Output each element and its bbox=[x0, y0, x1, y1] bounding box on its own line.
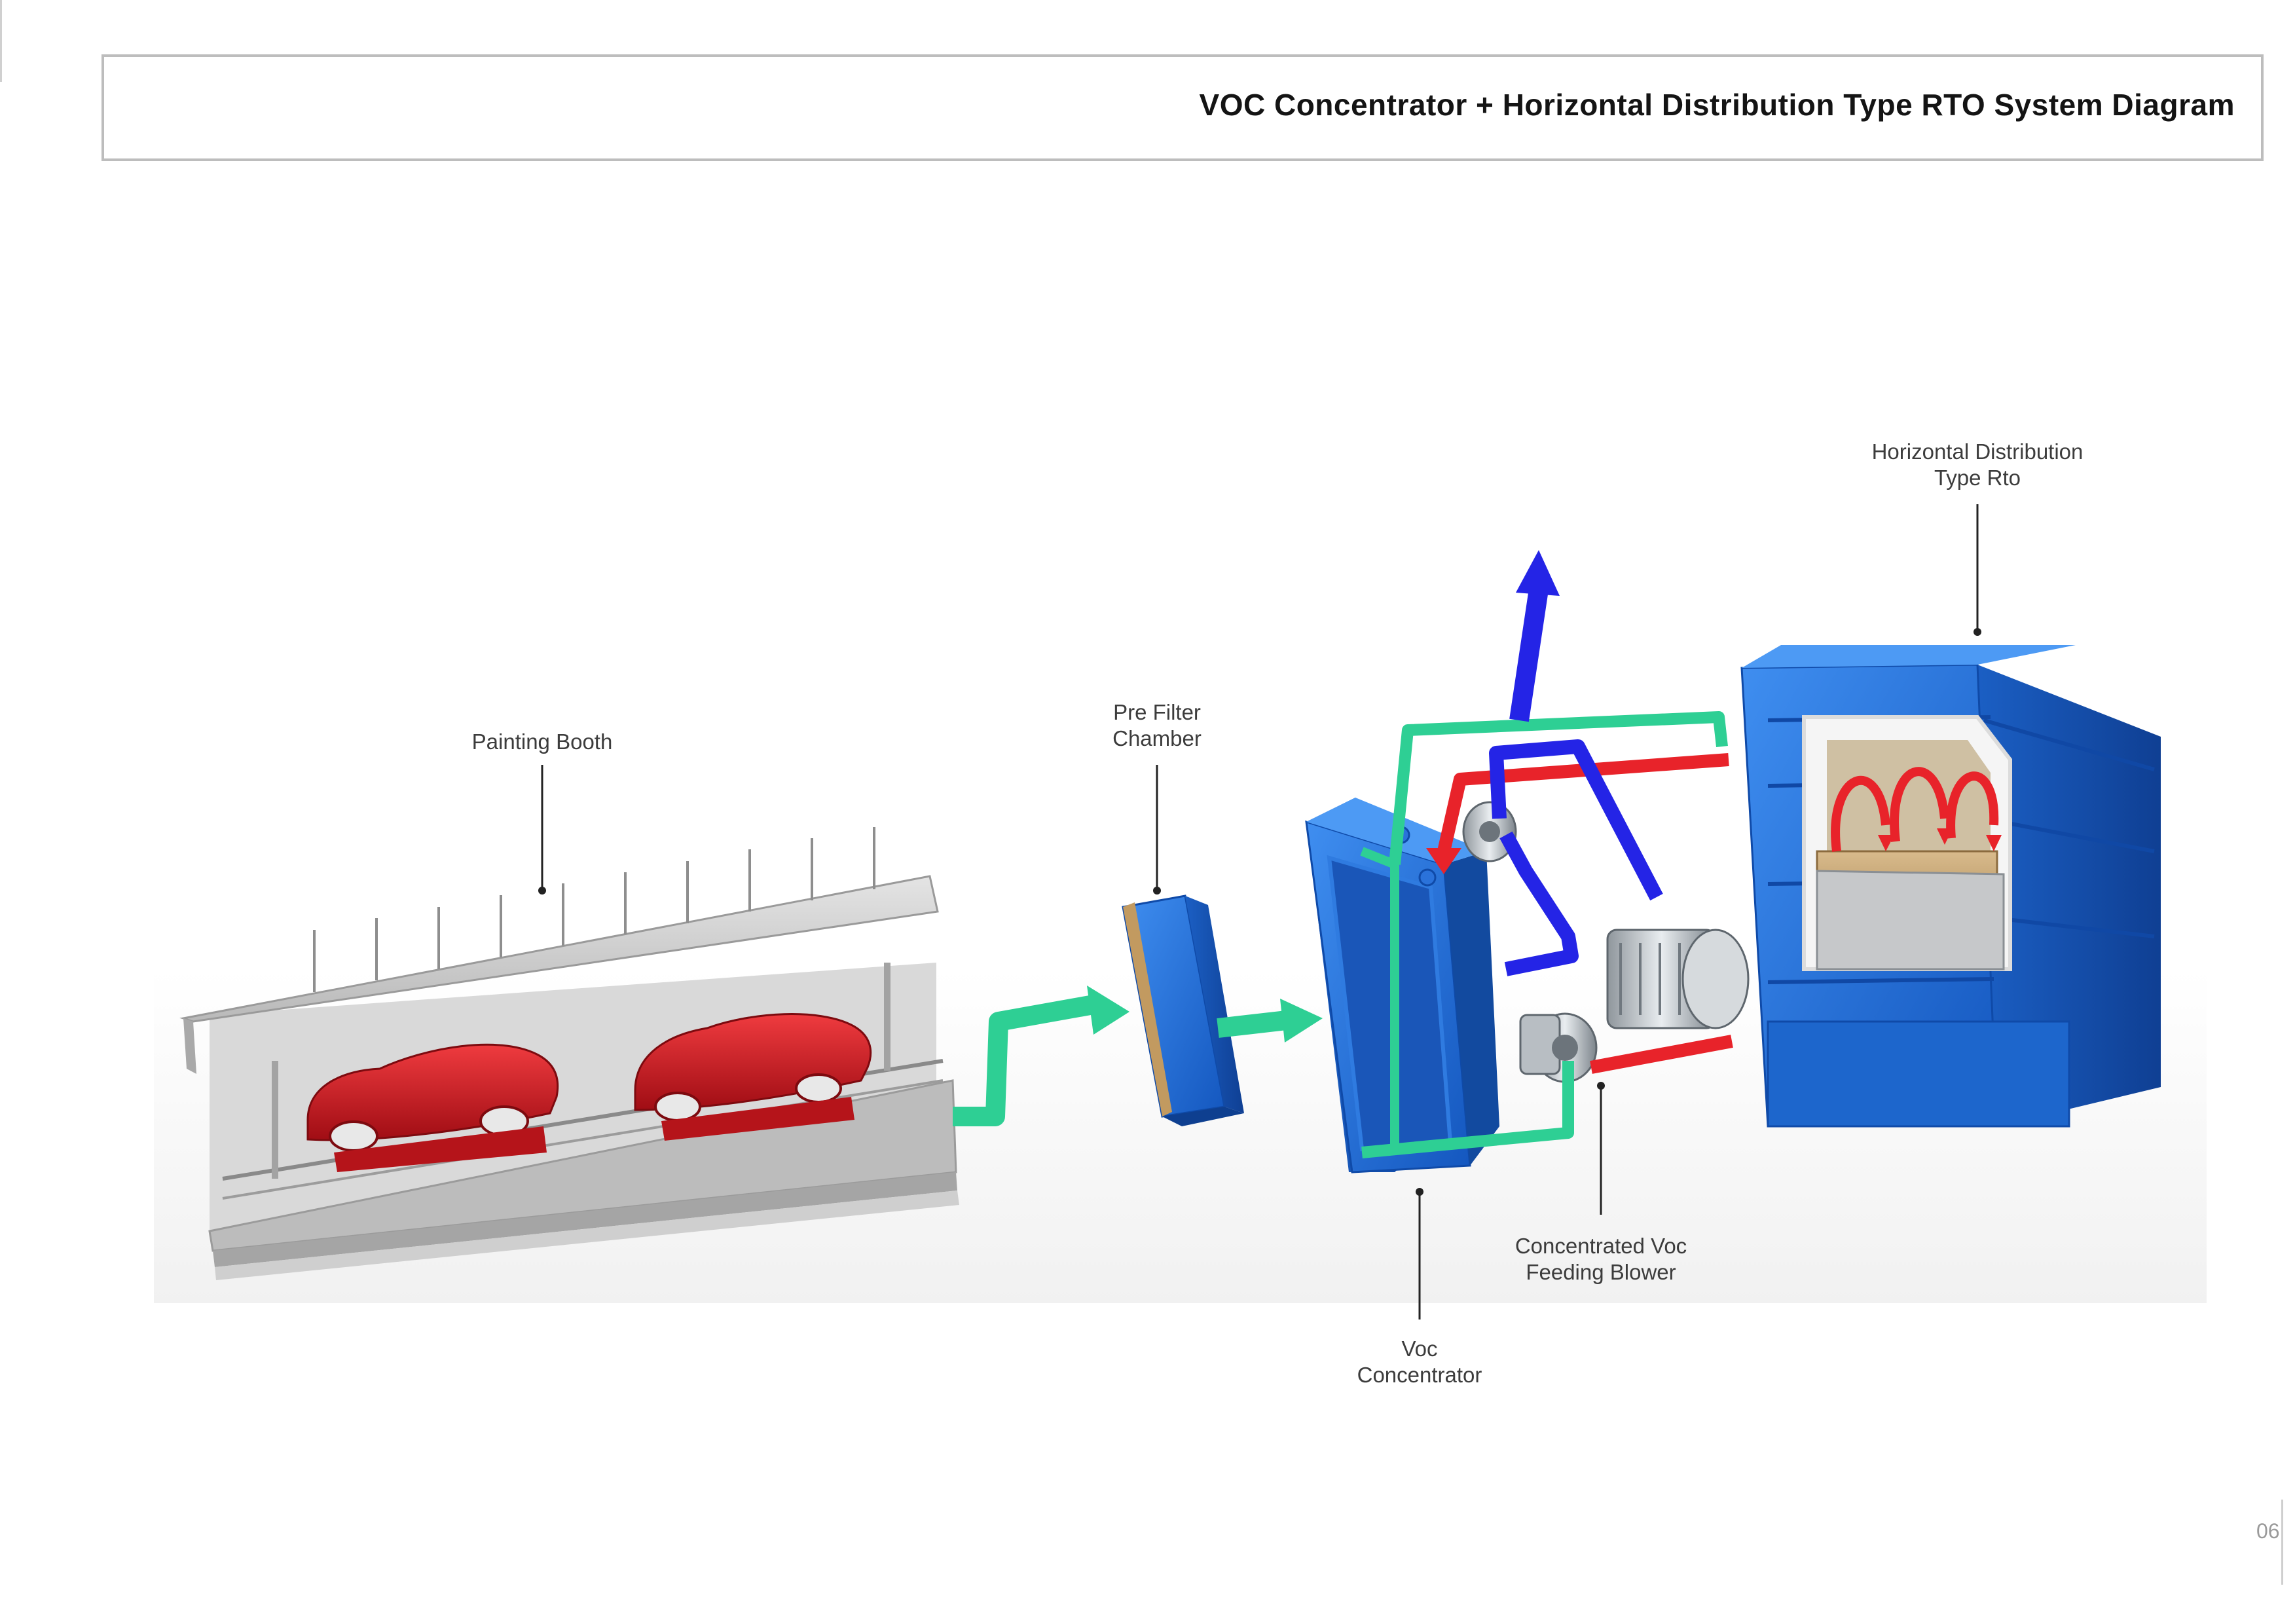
page-title: VOC Concentrator + Horizontal Distributi… bbox=[1199, 88, 2235, 122]
pre-filter-chamber bbox=[1122, 895, 1244, 1126]
pre-filter-label-line1: Pre Filter bbox=[1113, 700, 1201, 724]
horizontal-distribution-rto bbox=[1740, 645, 2161, 1128]
voc-concentrator-label-line1: Voc bbox=[1401, 1337, 1438, 1361]
page-number-divider bbox=[2281, 1500, 2283, 1585]
title-box: VOC Concentrator + Horizontal Distributi… bbox=[101, 54, 2264, 161]
voc-concentrator-label-line2: Concentrator bbox=[1357, 1363, 1482, 1387]
feeding-blower-label-line2: Feeding Blower bbox=[1526, 1260, 1676, 1284]
rto-label-line2: Type Rto bbox=[1934, 466, 2021, 490]
painting-booth bbox=[179, 827, 959, 1280]
prefilter-to-concentrator-arrow bbox=[1217, 999, 1323, 1043]
rto-label-line1: Horizontal Distribution bbox=[1871, 439, 2084, 464]
car-body-2 bbox=[634, 1013, 872, 1141]
pre-filter-chamber-label: Pre Filter Chamber bbox=[1078, 699, 1236, 752]
booth-to-prefilter-arrow bbox=[953, 986, 1129, 1126]
painting-booth-label-text: Painting Booth bbox=[471, 729, 613, 754]
clean-exhaust-duct bbox=[1489, 550, 1663, 976]
concentrated-voc-duct bbox=[1360, 711, 1728, 1158]
car-body-1 bbox=[306, 1043, 559, 1172]
feeding-blower-label: Concentrated Voc Feeding Blower bbox=[1493, 1233, 1709, 1285]
concentrated-voc-feeding-blower bbox=[1519, 1012, 1598, 1083]
page-corner-mark bbox=[0, 0, 2, 82]
hot-gas-return-duct bbox=[1426, 753, 1733, 1074]
rto-main-blower bbox=[1606, 929, 1750, 1029]
page-number: 06 bbox=[2256, 1519, 2280, 1543]
painting-booth-label: Painting Booth bbox=[450, 729, 634, 755]
callout-leaders bbox=[538, 504, 1981, 1320]
rto-label: Horizontal Distribution Type Rto bbox=[1846, 439, 2108, 491]
pre-filter-label-line2: Chamber bbox=[1112, 726, 1202, 750]
feeding-blower-label-line1: Concentrated Voc bbox=[1515, 1234, 1687, 1258]
voc-concentrator-label: Voc Concentrator bbox=[1328, 1336, 1511, 1388]
